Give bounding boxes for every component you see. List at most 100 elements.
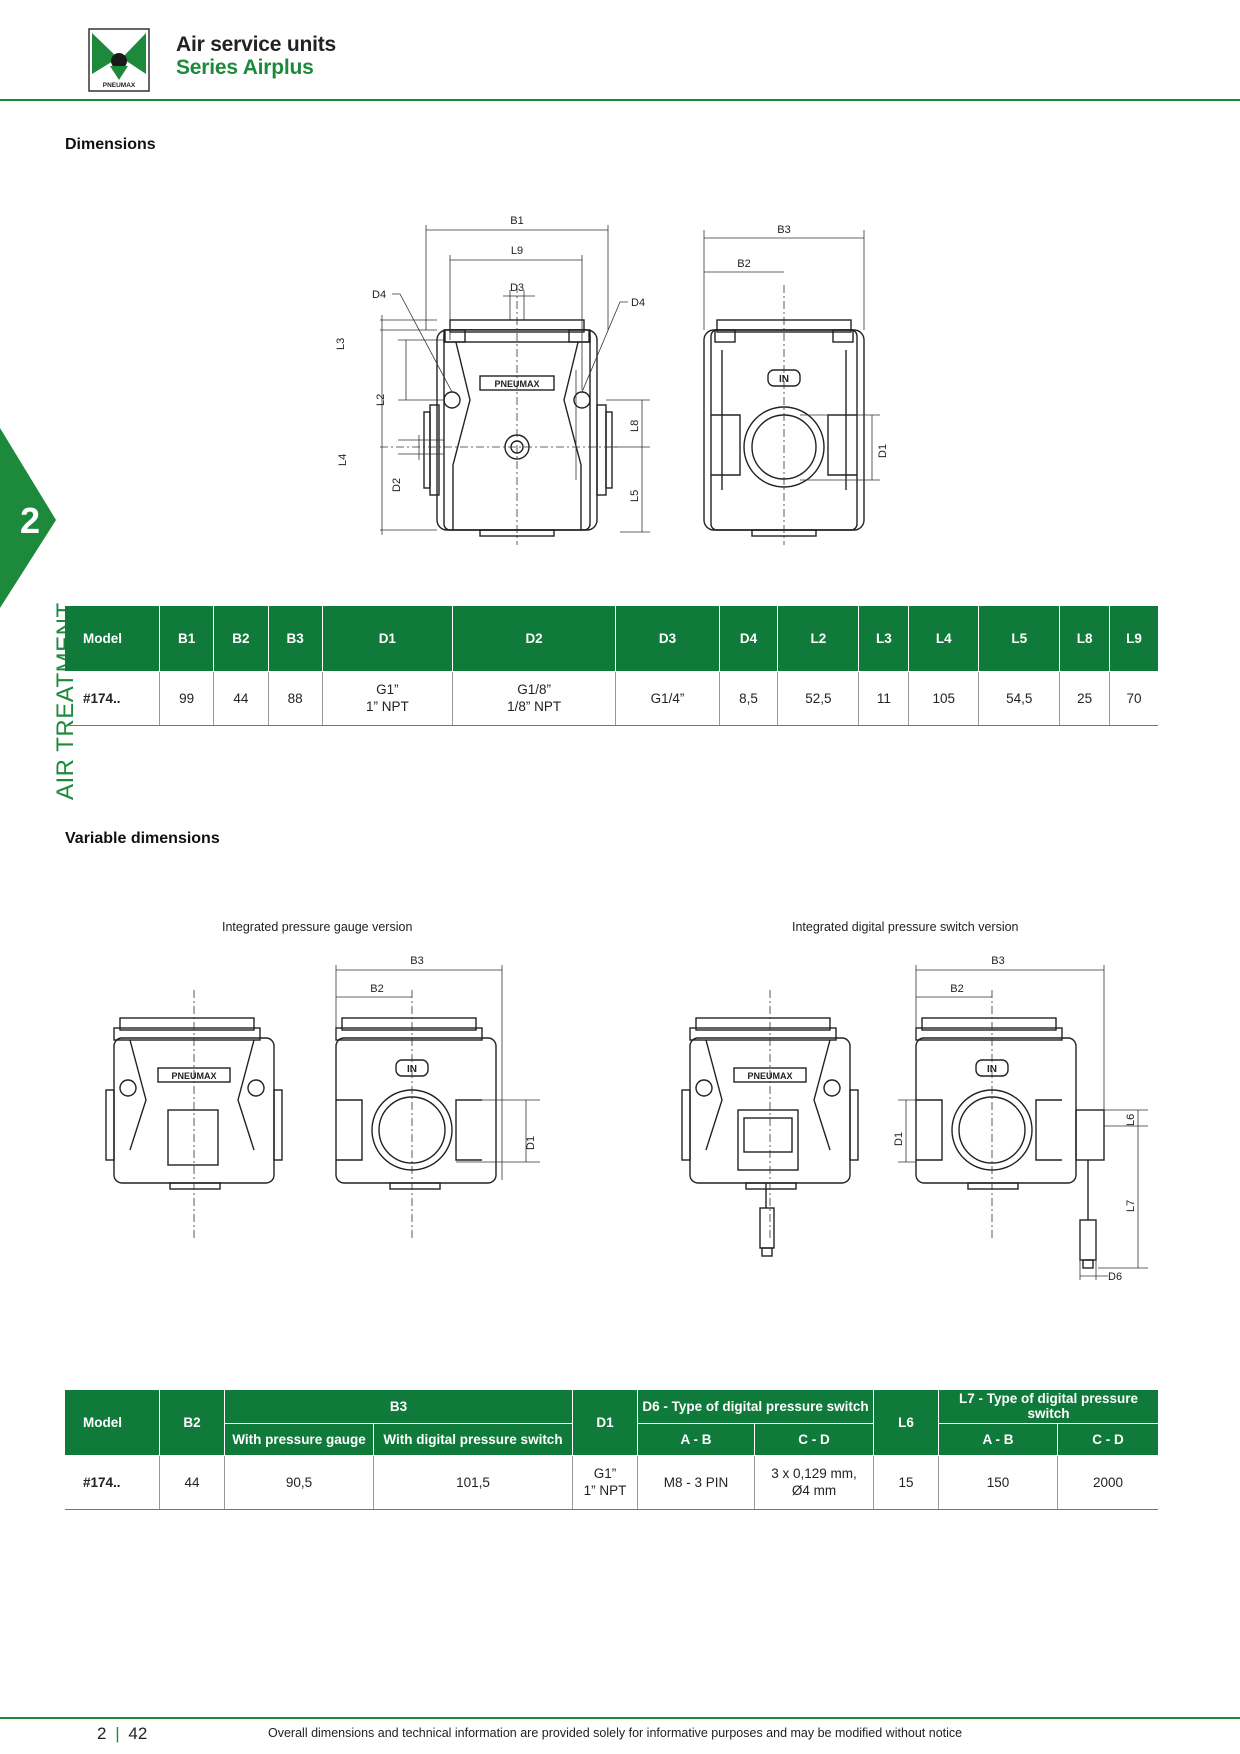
- th2-d6-ab: A - B: [637, 1423, 755, 1456]
- th2-b3: B3: [224, 1390, 573, 1424]
- cell-d1-line1: G1”: [376, 682, 399, 697]
- dim-label-l7: L7: [1125, 1200, 1137, 1212]
- cell-d4: 8,5: [719, 671, 779, 726]
- in-port-label-switch: IN: [987, 1064, 997, 1075]
- cell-b1: 99: [159, 671, 215, 726]
- dimensions-table: Model B1 B2 B3 D1 D2 D3 D4 L2 L3 L4 L5 L…: [65, 606, 1158, 726]
- th-d1: D1: [322, 606, 453, 672]
- header-title: Air service units: [176, 33, 337, 56]
- cell-d3: G1/4”: [615, 671, 720, 726]
- th-b3: B3: [268, 606, 323, 672]
- cell-d2-line1: G1/8”: [517, 682, 551, 697]
- dim-label-d3: D3: [510, 282, 524, 294]
- section-title-dimensions: Dimensions: [65, 136, 156, 153]
- cell2-d6-ab: M8 - 3 PIN: [637, 1455, 755, 1510]
- footer-page: 42: [128, 1724, 148, 1743]
- th-l3: L3: [858, 606, 910, 672]
- dim-label-b2: B2: [737, 258, 750, 270]
- cell2-d6-cd: 3 x 0,129 mm, Ø4 mm: [754, 1455, 874, 1510]
- header-subtitle: Series Airplus: [176, 56, 314, 79]
- dim-label-d2: D2: [391, 478, 403, 492]
- cell-b2: 44: [213, 671, 269, 726]
- th-l5: L5: [978, 606, 1061, 672]
- dim-label-l6: L6: [1125, 1114, 1137, 1126]
- th-l2: L2: [777, 606, 860, 672]
- footer-page-number: 2 | 42: [97, 1724, 147, 1744]
- cell-b3: 88: [268, 671, 323, 726]
- footer-section-number: 2: [97, 1724, 107, 1743]
- table-header-row: Model B1 B2 B3 D1 D2 D3 D4 L2 L3 L4 L5 L…: [65, 606, 1158, 672]
- table-row: #174.. 44 90,5 101,5 G1” 1” NPT M8 - 3 PI…: [65, 1455, 1158, 1510]
- cell2-b2: 44: [159, 1455, 225, 1510]
- cell2-d6-cd-line1: 3 x 0,129 mm,: [771, 1466, 857, 1481]
- brand-plate: PNEUMAX: [494, 379, 539, 389]
- header-rule: [0, 99, 1240, 101]
- th-l4: L4: [908, 606, 980, 672]
- cell2-l7-ab: 150: [938, 1455, 1058, 1510]
- cell2-model: #174..: [65, 1455, 160, 1510]
- table-row: #174.. 99 44 88 G1”1” NPT G1/8”1/8” NPT …: [65, 671, 1158, 726]
- cell2-d1: G1” 1” NPT: [572, 1455, 638, 1510]
- pneumax-logo: PNEUMAX: [88, 28, 150, 92]
- dim-label-b3-switch: B3: [991, 955, 1004, 967]
- dim-label-d1-gauge: D1: [525, 1136, 537, 1150]
- cell2-l6: 15: [873, 1455, 939, 1510]
- th2-b2: B2: [159, 1390, 225, 1456]
- cell-d2-line2: 1/8” NPT: [507, 699, 562, 714]
- dim-label-d4-right: D4: [631, 297, 645, 309]
- in-port-label: IN: [779, 374, 789, 385]
- th2-l7-ab: A - B: [938, 1423, 1058, 1456]
- cell2-b3-gauge: 90,5: [224, 1455, 374, 1510]
- dim-label-b2-switch: B2: [950, 983, 963, 995]
- th2-l7: L7 - Type of digital pressure switch: [938, 1390, 1158, 1424]
- th2-d1: D1: [572, 1390, 638, 1456]
- dimension-drawing: B1 L9 D3 D4 D4 L3 L2 L4 D2 L8 L5 B3 B2 D…: [335, 215, 889, 545]
- dim-label-d1-switch: D1: [893, 1132, 905, 1146]
- table-header-row-1: Model B2 B3 D1 D6 - Type of digital pres…: [65, 1390, 1158, 1456]
- caption-gauge-version: Integrated pressure gauge version: [222, 920, 413, 934]
- in-port-label-gauge: IN: [407, 1064, 417, 1075]
- cell2-d1-line2: 1” NPT: [583, 1483, 627, 1498]
- cell-d2: G1/8” 1/8” NPT: [452, 671, 617, 726]
- th-b2: B2: [213, 606, 269, 672]
- dim-label-l5: L5: [629, 490, 641, 502]
- dim-label-b3: B3: [777, 224, 790, 236]
- cell-l4: 105: [908, 671, 980, 726]
- cell-l5: 54,5: [978, 671, 1061, 726]
- switch-version-drawing: B3 B2 D1 L6 L7 D6 IN PNEUMAX: [681, 955, 1148, 1283]
- th2-model: Model: [65, 1390, 160, 1456]
- dim-label-d6: D6: [1108, 1271, 1122, 1283]
- logo-text: PNEUMAX: [103, 82, 136, 89]
- side-tab-number: 2: [20, 500, 41, 541]
- variable-dimensions-table: Model B2 B3 D1 D6 - Type of digital pres…: [65, 1390, 1158, 1510]
- cell-d1: G1”1” NPT: [322, 671, 453, 726]
- cell-l3: 11: [858, 671, 910, 726]
- cell-l9: 70: [1109, 671, 1158, 726]
- dim-label-l9: L9: [511, 245, 523, 257]
- caption-switch-version: Integrated digital pressure switch versi…: [792, 920, 1019, 934]
- cell2-l7-cd: 2000: [1057, 1455, 1158, 1510]
- footer-rule: [0, 1717, 1240, 1719]
- th2-l7-cd: C - D: [1057, 1423, 1158, 1456]
- th2-b3-switch: With digital pressure switch: [373, 1423, 573, 1456]
- cell-model: #174..: [65, 671, 160, 726]
- dim-label-d4-left: D4: [372, 289, 386, 301]
- cell2-b3-switch: 101,5: [373, 1455, 573, 1510]
- cell2-d6-cd-line2: Ø4 mm: [791, 1483, 837, 1498]
- th2-l6: L6: [873, 1390, 939, 1456]
- dim-label-b3-gauge: B3: [410, 955, 423, 967]
- dim-label-l8: L8: [629, 420, 641, 432]
- dim-label-l2: L2: [375, 394, 387, 406]
- brand-plate-gauge: PNEUMAX: [171, 1071, 216, 1081]
- cell2-d1-line1: G1”: [593, 1466, 617, 1481]
- side-tab-arrow: [0, 428, 56, 608]
- dim-label-b2-gauge: B2: [370, 983, 383, 995]
- footer-disclaimer: Overall dimensions and technical informa…: [268, 1726, 963, 1740]
- dim-label-l4: L4: [337, 454, 349, 466]
- cell-l8: 25: [1059, 671, 1111, 726]
- section-title-variable-dimensions: Variable dimensions: [65, 830, 220, 847]
- brand-plate-switch: PNEUMAX: [747, 1071, 792, 1081]
- th-model: Model: [65, 606, 160, 672]
- th-d2: D2: [452, 606, 617, 672]
- th2-d6: D6 - Type of digital pressure switch: [637, 1390, 874, 1424]
